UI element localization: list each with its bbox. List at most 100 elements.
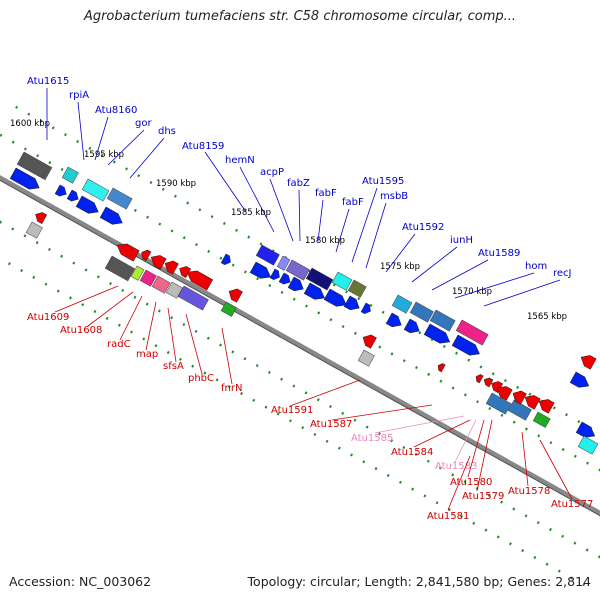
gene-block-gray[interactable] — [104, 255, 136, 282]
gene-arrow-reverse[interactable] — [489, 379, 504, 393]
gene-label-top[interactable]: Atu8160 — [95, 105, 137, 116]
gene-label-bottom[interactable]: Atu1609 — [27, 312, 69, 323]
gene-label-top[interactable]: dhs — [158, 126, 176, 137]
gene-block-cyan[interactable] — [391, 294, 413, 314]
gene-label-top[interactable]: Atu1592 — [402, 222, 444, 233]
gene-arrow-reverse[interactable] — [436, 362, 446, 373]
gene-block-purple[interactable] — [177, 285, 209, 311]
gene-block-lime[interactable] — [130, 265, 145, 281]
gene-block-blue[interactable] — [429, 309, 456, 332]
gene-arrow-forward[interactable] — [287, 276, 306, 294]
gene-block-cyan[interactable] — [61, 166, 79, 184]
gene-arrow-forward[interactable] — [249, 261, 273, 282]
gene-arrow-reverse[interactable] — [360, 332, 377, 349]
gene-label-top[interactable]: Atu1589 — [478, 248, 520, 259]
gene-arrow-reverse[interactable] — [536, 396, 555, 414]
gene-label-top[interactable]: fabZ — [287, 178, 310, 189]
gene-block-magenta[interactable] — [139, 269, 157, 287]
gene-label-bottom[interactable]: Atu1578 — [508, 486, 550, 497]
gene-block-cyan[interactable] — [577, 435, 599, 455]
gene-block-cyan[interactable] — [81, 178, 110, 202]
gene-arrow-reverse[interactable] — [522, 392, 541, 410]
gene-label-bottom[interactable]: phbC — [188, 373, 214, 384]
gene-label-bottom[interactable]: sfsA — [163, 361, 184, 372]
gene-arrow-reverse[interactable] — [510, 388, 527, 405]
gene-label-bottom[interactable]: Atu1581 — [427, 511, 469, 522]
gene-label-top[interactable]: fabF — [315, 188, 337, 199]
gene-arrow-forward[interactable] — [278, 272, 293, 287]
gene-arrow-reverse[interactable] — [114, 240, 140, 262]
gene-label-top[interactable]: recJ — [553, 268, 572, 279]
gene-label-top[interactable]: fabF — [342, 197, 364, 208]
gene-block-gray[interactable] — [16, 151, 53, 181]
gene-label-top[interactable]: rpiA — [69, 90, 89, 101]
gene-arrow-forward[interactable] — [323, 288, 349, 310]
gene-block-lilac[interactable] — [276, 255, 291, 271]
gene-arrow-reverse[interactable] — [33, 210, 48, 224]
gene-arrow-forward[interactable] — [451, 334, 482, 359]
gene-block-cyan[interactable] — [331, 271, 353, 291]
gene-arrow-forward[interactable] — [385, 312, 404, 330]
gene-block-green[interactable] — [220, 301, 237, 317]
gene-label-top[interactable]: msbB — [380, 191, 408, 202]
gene-arrow-reverse[interactable] — [474, 373, 484, 384]
gene-arrow-forward[interactable] — [220, 253, 233, 267]
gene-block-purple[interactable] — [285, 259, 310, 281]
gene-arrow-forward[interactable] — [75, 195, 101, 217]
gene-block-blue[interactable] — [485, 392, 512, 415]
gene-block-pink[interactable] — [151, 275, 171, 294]
gene-arrow-reverse[interactable] — [148, 252, 167, 270]
gene-arrow-reverse[interactable] — [184, 267, 214, 291]
gene-arrow-reverse[interactable] — [578, 352, 597, 370]
gene-arrow-forward[interactable] — [269, 268, 282, 282]
gene-label-bottom[interactable]: Atu1591 — [271, 405, 313, 416]
gene-block-gray[interactable] — [25, 221, 43, 239]
gene-arrow-reverse[interactable] — [139, 248, 152, 261]
gene-block-blue[interactable] — [507, 399, 532, 421]
gene-arrow-forward[interactable] — [423, 323, 453, 347]
gene-block-blue[interactable] — [409, 301, 434, 323]
gene-arrow-forward[interactable] — [9, 167, 42, 193]
gene-label-bottom[interactable]: map — [136, 349, 158, 360]
gene-arrow-forward[interactable] — [575, 421, 598, 441]
gene-label-top[interactable]: hemN — [225, 155, 255, 166]
gene-arrow-reverse[interactable] — [494, 383, 513, 401]
gene-label-bottom[interactable]: fnrN — [221, 383, 242, 394]
gene-label-top[interactable]: Atu8159 — [182, 141, 224, 152]
gene-arrow-forward[interactable] — [403, 318, 422, 336]
gene-block-olive[interactable] — [347, 279, 367, 298]
gene-arrow-reverse[interactable] — [226, 286, 243, 303]
gene-label-bottom[interactable]: Atu1584 — [391, 447, 433, 458]
gene-block-blue[interactable] — [106, 187, 133, 210]
gene-label-top[interactable]: Atu1595 — [362, 176, 404, 187]
gene-arrow-forward[interactable] — [360, 302, 373, 316]
gene-arrow-forward[interactable] — [343, 295, 362, 313]
gene-block-blue[interactable] — [255, 244, 280, 266]
gene-label-bottom[interactable]: Atu1587 — [310, 419, 352, 430]
gene-label-bottom[interactable]: Atu1580 — [450, 477, 492, 488]
gene-arrow-forward[interactable] — [66, 189, 81, 204]
gene-block-magenta[interactable] — [455, 319, 489, 346]
gene-block-green[interactable] — [532, 411, 551, 428]
gene-arrow-forward[interactable] — [569, 371, 592, 391]
gene-arrow-reverse[interactable] — [482, 376, 494, 388]
gene-label-bottom[interactable]: Atu1608 — [60, 325, 102, 336]
gene-arrow-forward[interactable] — [54, 184, 69, 199]
gene-label-top[interactable]: gor — [135, 118, 152, 129]
gene-block-navy[interactable] — [305, 267, 334, 291]
gene-arrow-reverse[interactable] — [162, 258, 179, 275]
gene-label-bottom[interactable]: Atu1585 — [351, 433, 393, 444]
gene-label-top[interactable]: hom — [525, 261, 547, 272]
gene-block-gray[interactable] — [357, 349, 375, 367]
gene-arrow-forward[interactable] — [303, 282, 327, 303]
gene-label-bottom[interactable]: Atu1583 — [435, 461, 477, 472]
gene-arrow-forward[interactable] — [99, 206, 125, 228]
gene-label-bottom[interactable]: Atu1577 — [551, 499, 593, 510]
gene-block-gray[interactable] — [165, 281, 183, 299]
gene-label-bottom[interactable]: Atu1579 — [462, 491, 504, 502]
gene-label-top[interactable]: Atu1615 — [27, 76, 69, 87]
gene-label-bottom[interactable]: radC — [107, 339, 131, 350]
gene-arrow-reverse[interactable] — [177, 264, 192, 278]
gene-label-top[interactable]: iunH — [450, 235, 473, 246]
